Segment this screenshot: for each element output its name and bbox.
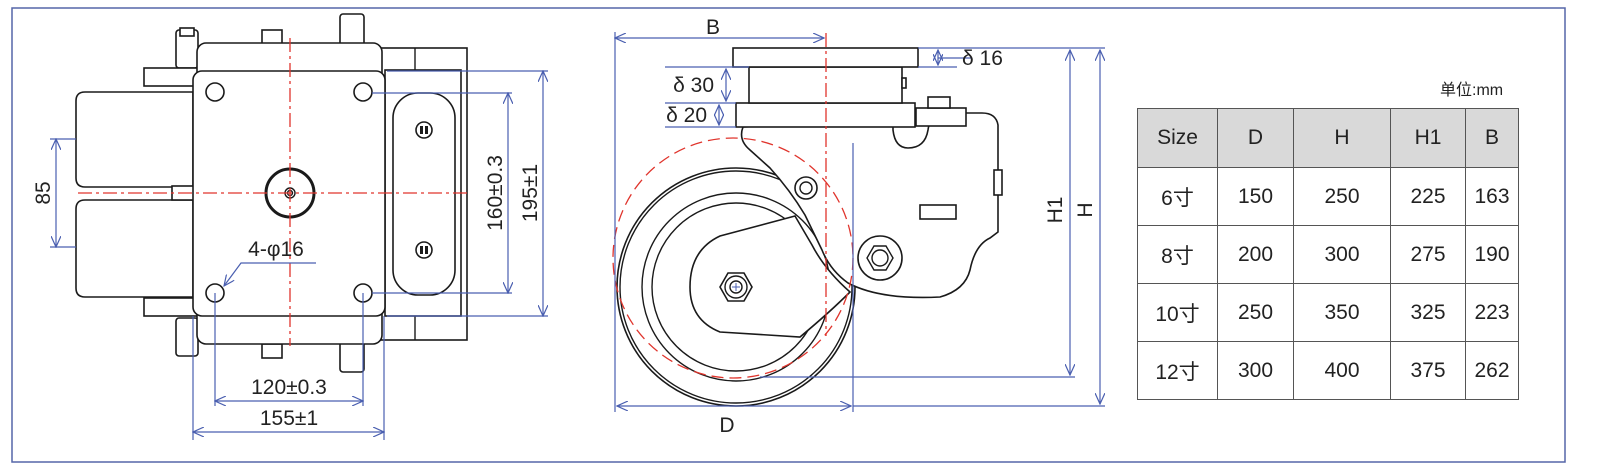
header-cell: H [1293,108,1391,168]
table-header-row: Size D H H1 B [1137,108,1519,168]
dim-delta30: δ 30 [673,74,714,97]
cell: 275 [1390,225,1466,284]
header-cell: D [1217,108,1294,168]
dim-delta16: δ 16 [962,47,1003,70]
bolt-icon [415,121,433,139]
drawing-frame [11,7,1566,463]
cell: 223 [1465,283,1519,342]
wheel-upper [75,91,194,188]
cell: 200 [1217,225,1294,284]
bracket-cap [915,107,967,127]
mounting-holes [205,82,373,303]
dim-H: H [1074,202,1097,217]
dim-85: 85 [32,181,55,204]
bracket-top [143,67,201,87]
dim-B: B [706,16,720,39]
cell: 262 [1465,341,1519,400]
cell: 6寸 [1137,167,1218,226]
cell: 250 [1293,167,1391,226]
bolt-icon [794,176,818,200]
cell: 250 [1217,283,1294,342]
dim-H1: H1 [1044,197,1067,224]
cell: 300 [1293,225,1391,284]
cell: 350 [1293,283,1391,342]
cell: 325 [1390,283,1466,342]
dim-120: 120±0.3 [251,376,327,399]
dimensions-side-view [615,32,1105,412]
cell: 10寸 [1137,283,1218,342]
header-cell: H1 [1390,108,1466,168]
kingpin-bracket [740,112,999,299]
top-view: 85 160±0.3 195±1 120±0.3 155±1 4-φ16 [32,13,548,440]
cell: 12寸 [1137,341,1218,400]
cell: 8寸 [1137,225,1218,284]
cell: 375 [1390,341,1466,400]
pivot-bolt-icon [857,235,903,281]
dim-195: 195±1 [519,164,542,222]
dim-160: 160±0.3 [484,155,507,231]
bottom-plate [735,102,916,128]
header-cell: Size [1137,108,1218,168]
bracket-bottom [143,297,201,317]
cell: 400 [1293,341,1391,400]
unit-label: 单位:mm [1440,82,1504,99]
cell: 163 [1465,167,1519,226]
cell: 300 [1217,341,1294,400]
side-view: B D δ 16 δ 30 δ 20 H1 H [612,16,1105,437]
dim-D: D [719,414,734,437]
bracket-bolt [927,96,951,109]
wheel-lower [75,199,194,298]
cell: 190 [1465,225,1519,284]
bracket-label [919,204,957,220]
cell: 150 [1217,167,1294,226]
header-cell: B [1465,108,1519,168]
dim-delta20: δ 20 [666,104,707,127]
cell: 225 [1390,167,1466,226]
bolt-icon [415,241,433,259]
hole-callout: 4-φ16 [248,238,304,261]
dimensions-top-view [50,71,548,440]
fork-arm [689,215,852,338]
dim-155: 155±1 [260,407,318,430]
